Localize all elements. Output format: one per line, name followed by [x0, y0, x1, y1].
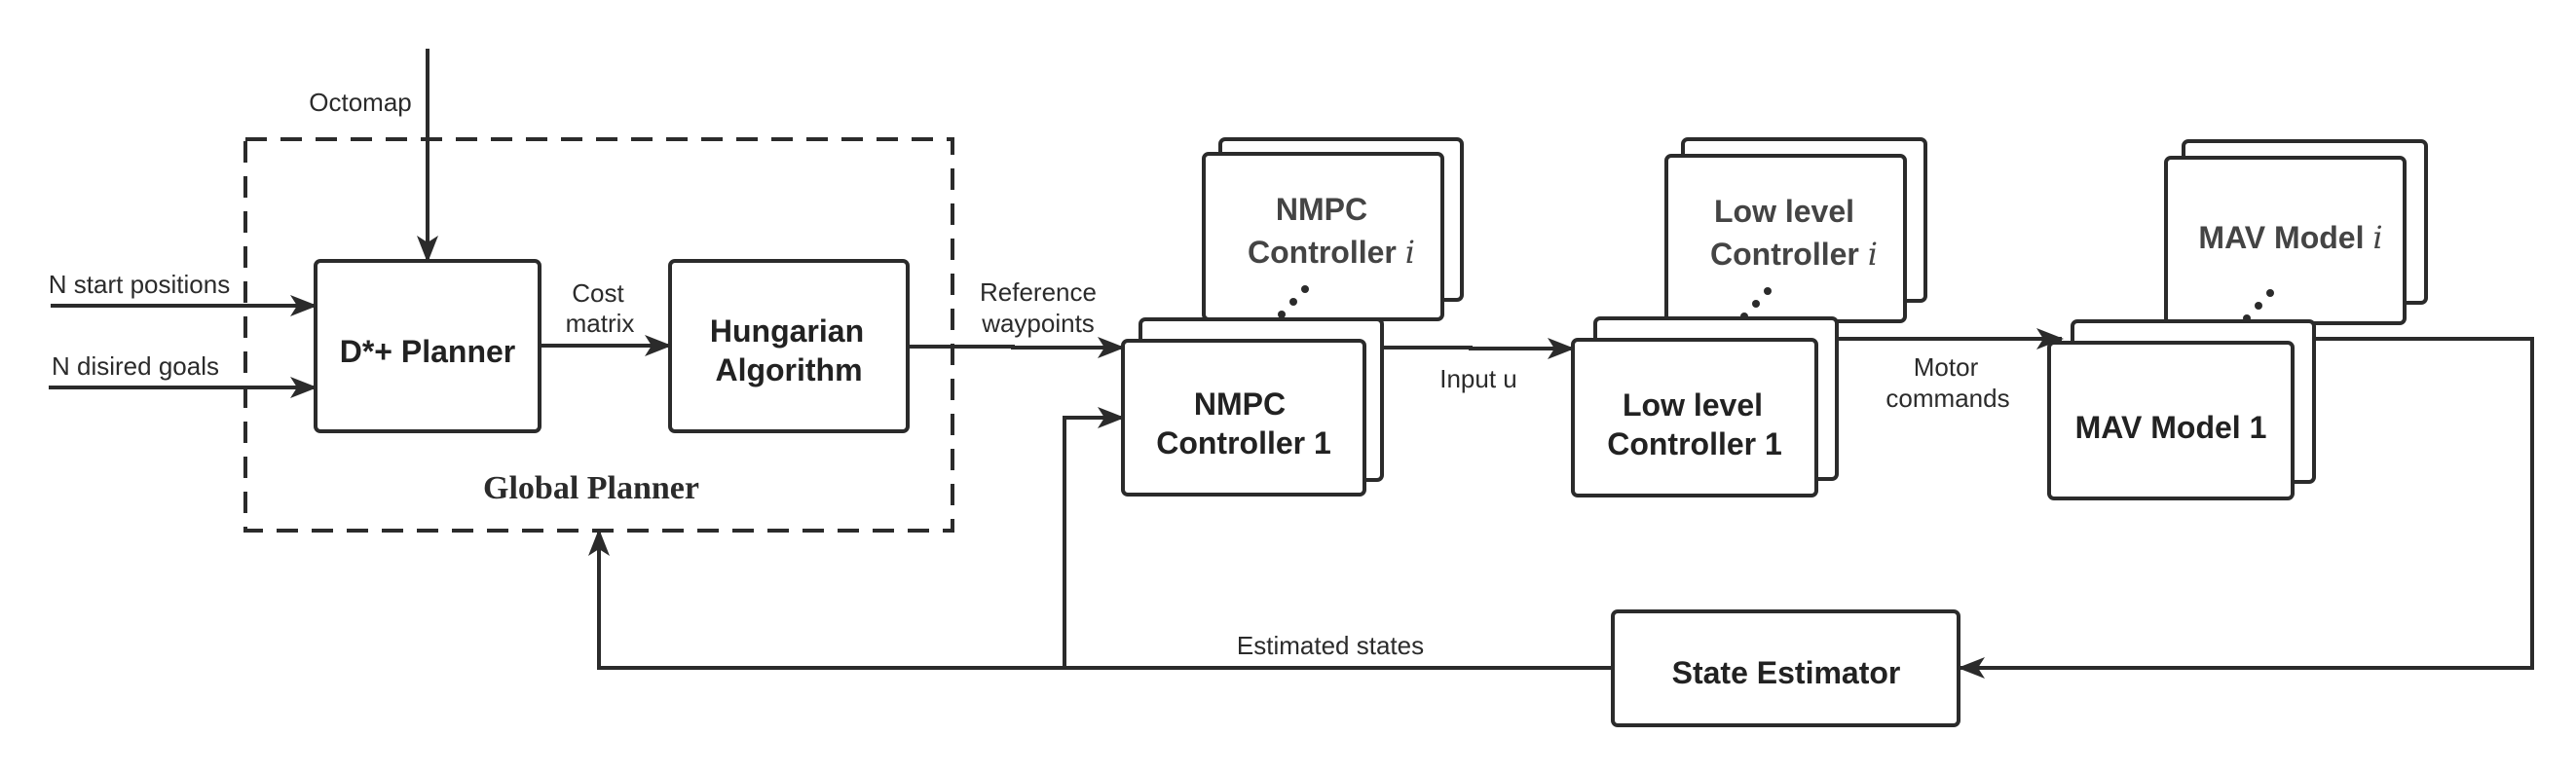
- stack-ellipsis-dot: [1301, 285, 1309, 293]
- motor-commands-label: Motor: [1914, 352, 1979, 382]
- nmpc-back-label-1: NMPC: [1276, 192, 1367, 227]
- low-level-back-label-2: Controller i: [1710, 236, 1878, 273]
- start-positions-label: N start positions: [49, 270, 230, 299]
- stack-ellipsis-dot: [2255, 302, 2262, 310]
- nmpc-back-label-2: Controller i: [1248, 234, 1415, 271]
- input-u-arrow: [1382, 338, 1575, 359]
- hungarian-label-1: Hungarian: [710, 313, 864, 349]
- state-estimator-label: State Estimator: [1672, 655, 1901, 690]
- mav-model-1-block: [2047, 341, 2295, 500]
- nmpc-front-label-2: Controller 1: [1156, 425, 1331, 460]
- reference-waypoints-label-2: waypoints: [981, 309, 1095, 338]
- global-planner-title: Global Planner: [483, 470, 699, 506]
- stack-ellipsis-dot: [1764, 287, 1772, 295]
- mav-output-wire: [1958, 337, 2534, 679]
- hungarian-label-2: Algorithm: [715, 352, 862, 387]
- motor-commands-label-2: commands: [1885, 384, 2009, 413]
- reference-waypoints-arrow: [908, 337, 1125, 358]
- low-level-front-label-2: Controller 1: [1607, 426, 1782, 461]
- stack-ellipsis-dot: [2266, 289, 2274, 297]
- cost-matrix-label: Cost: [572, 278, 624, 308]
- low-level-back-label-1: Low level: [1714, 194, 1854, 229]
- reference-waypoints-label: Reference: [980, 277, 1097, 307]
- cost-matrix-label-2: matrix: [566, 309, 635, 338]
- low-level-front-label-1: Low level: [1623, 387, 1763, 423]
- stack-ellipsis-dot: [1752, 300, 1760, 308]
- octomap-label: Octomap: [309, 88, 412, 117]
- mav-front-label: MAV Model 1: [2075, 410, 2267, 445]
- feedback-to-nmpc: [1063, 407, 1125, 668]
- dstar-planner-label: D*+ Planner: [340, 334, 516, 369]
- stack-ellipsis-dot: [1289, 298, 1297, 306]
- mav-back-label: MAV Model i: [2198, 219, 2382, 256]
- estimated-states-label: Estimated states: [1237, 631, 1424, 660]
- feedback-to-global-planner: [588, 529, 1613, 670]
- nmpc-front-label-1: NMPC: [1194, 386, 1286, 422]
- low-level-controller-1-block: [1571, 338, 1818, 497]
- input-u-label: Input u: [1439, 364, 1517, 393]
- stack-ellipsis-dot: [1278, 311, 1286, 318]
- desired-goals-label: N disired goals: [52, 351, 219, 381]
